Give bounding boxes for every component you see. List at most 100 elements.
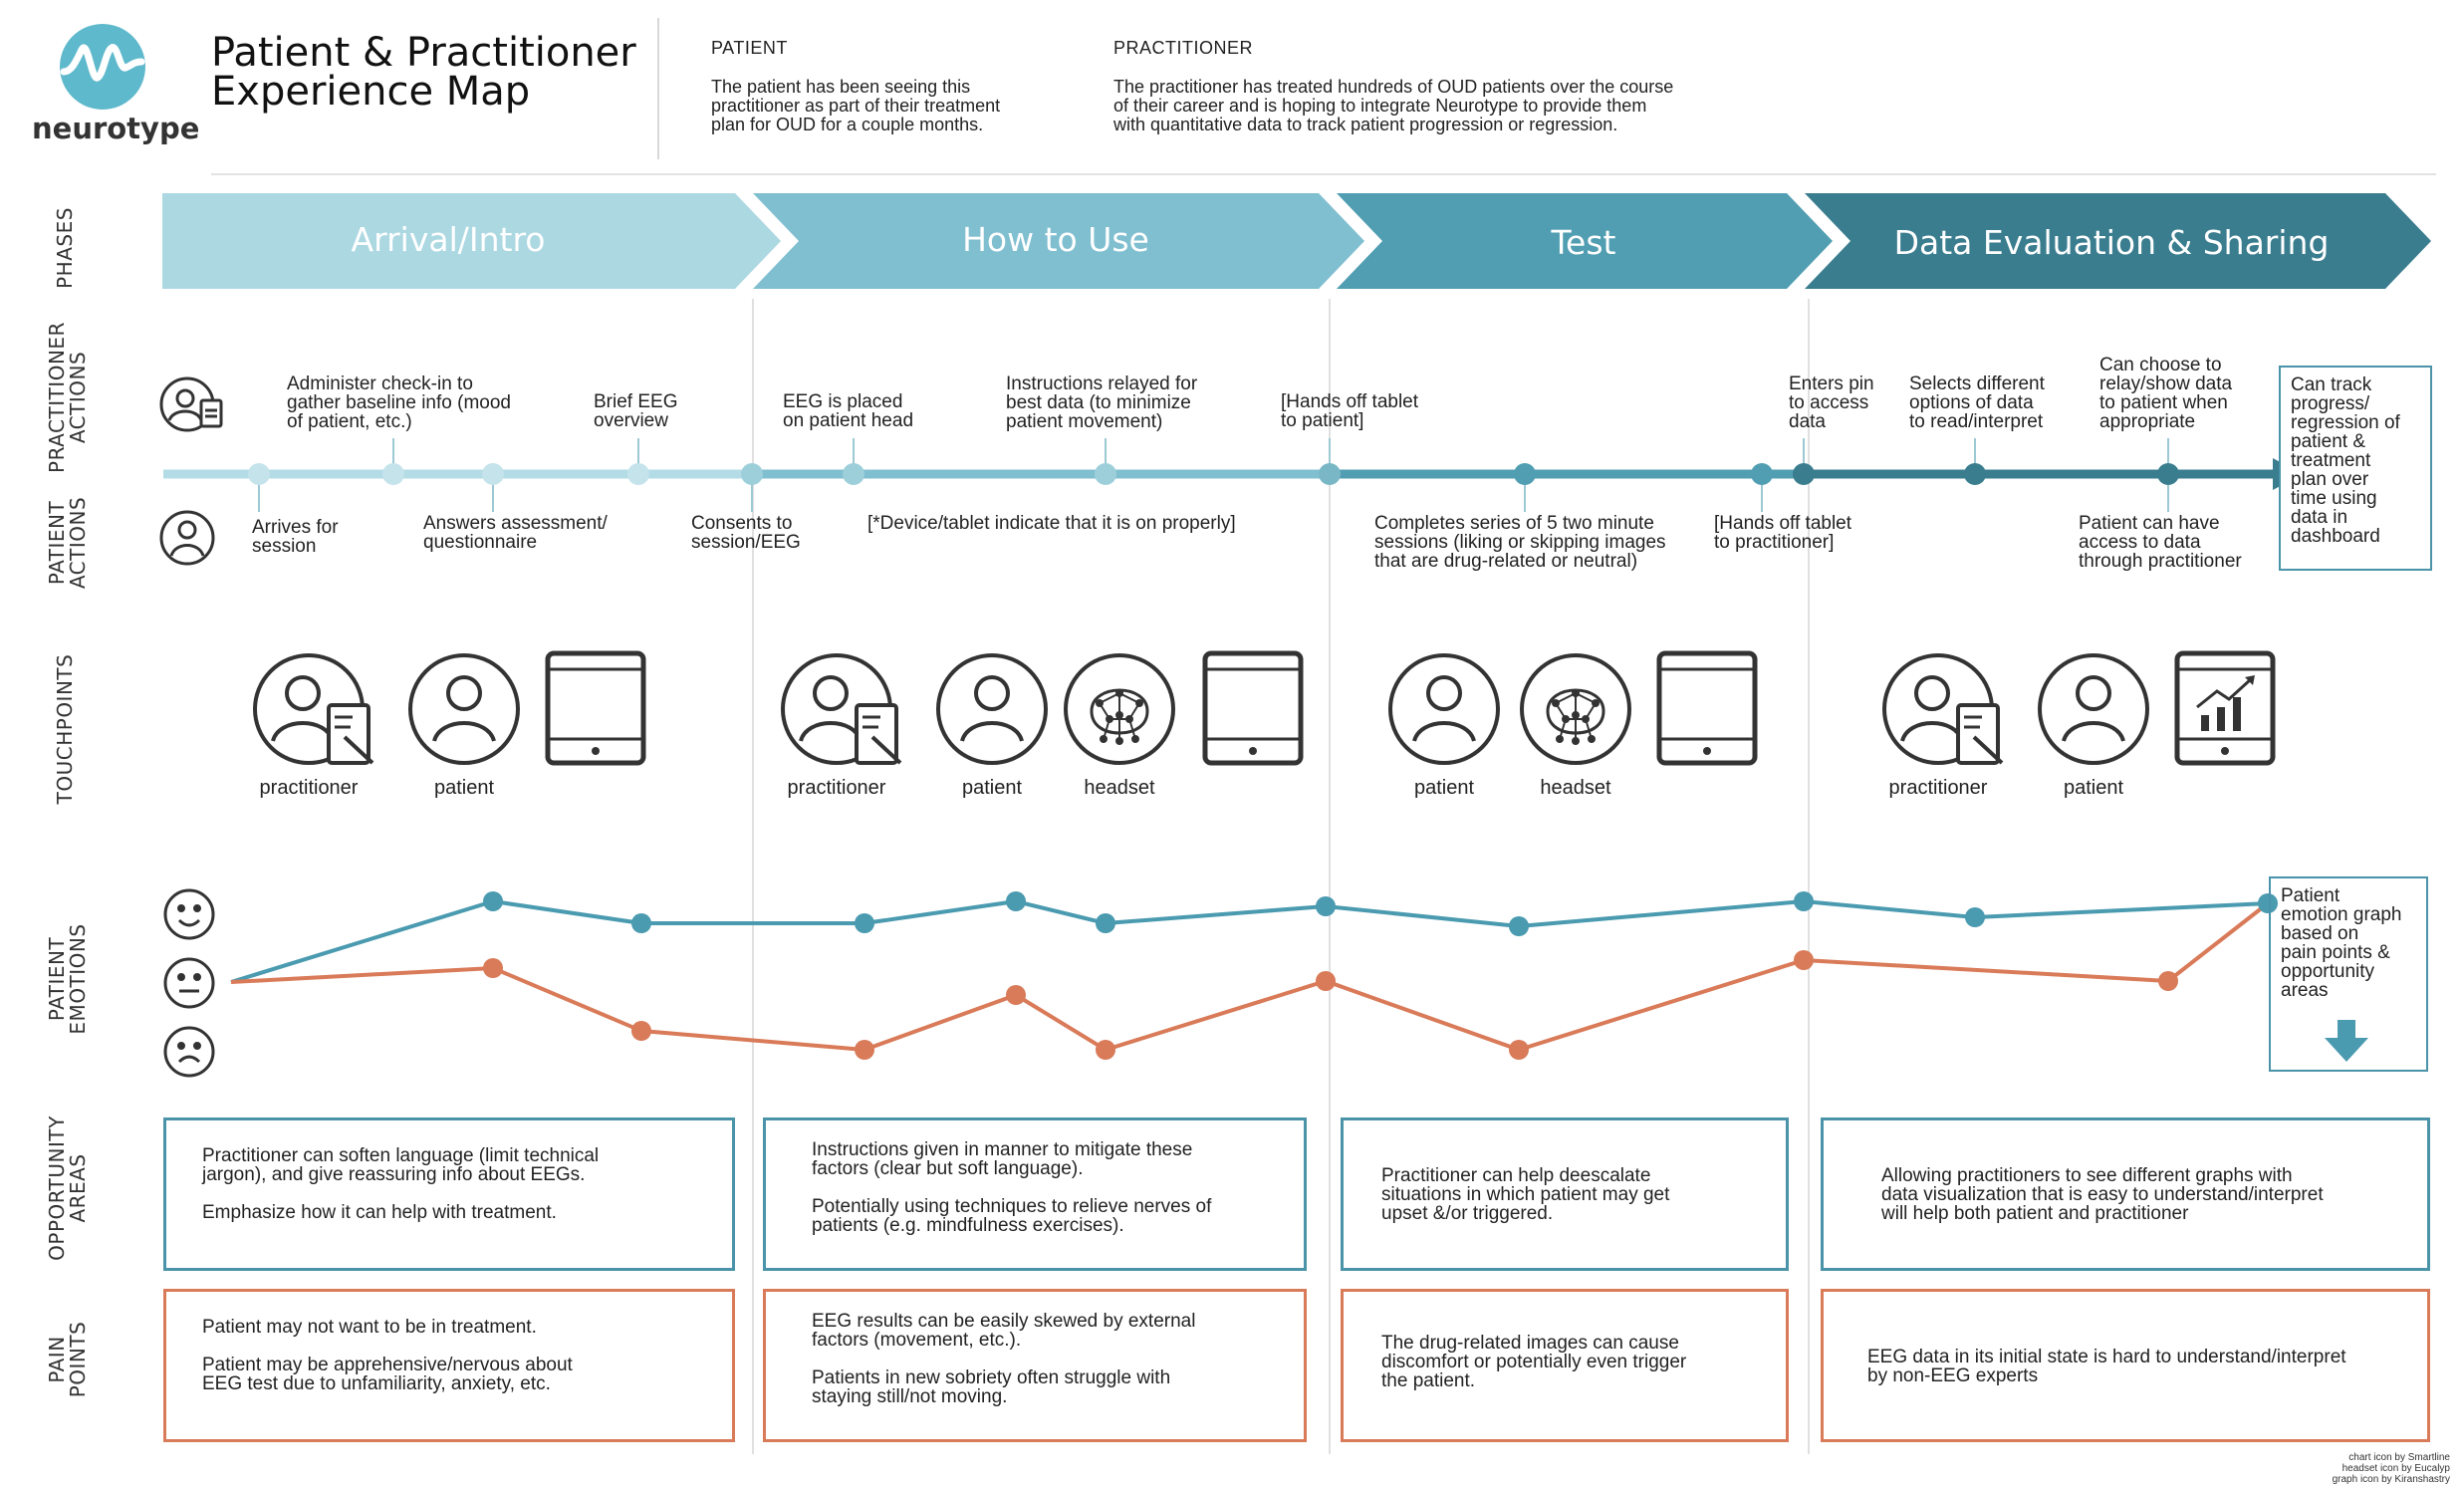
page-title: Patient & Practitioner Experience Map [211, 30, 636, 115]
header-divider [657, 18, 659, 159]
practitioner-action: [Hands off tablet to patient] [1281, 391, 1419, 431]
timeline-node [741, 463, 763, 485]
practitioner-action: Can choose to relay/show data to patient… [2099, 355, 2233, 432]
patient-action: Answers assessment/ questionnaire [423, 513, 608, 553]
headset-icon [1520, 653, 1631, 765]
practitioner-icon [1882, 653, 2004, 765]
practitioner-action: Brief EEG overview [594, 391, 678, 431]
tablet-icon [1659, 653, 1755, 763]
positive-emotion-point [2258, 893, 2278, 913]
happy-face-icon [163, 888, 215, 940]
brand-name: neurotype [32, 112, 200, 145]
positive-emotion-point [1965, 907, 1985, 927]
pain-point-text: EEG data in its initial state is hard to… [1867, 1347, 2346, 1386]
practitioner-header-label: PRACTITIONER [1113, 38, 1254, 58]
timeline-node [1793, 463, 1815, 485]
negative-emotion-point [1006, 985, 1026, 1005]
patient-icon [2038, 653, 2149, 765]
patient-header-text: The patient has been seeing this practit… [711, 77, 1001, 134]
pain-point-box: The drug-related images can cause discom… [1341, 1289, 1789, 1442]
pain-point-box: EEG results can be easily skewed by exte… [763, 1289, 1307, 1442]
practitioner-action: Enters pin to access data [1789, 373, 1874, 432]
pain-point-box: Patient may not want to be in treatment.… [163, 1289, 735, 1442]
positive-emotion-point [1794, 891, 1814, 911]
timeline-node [1514, 463, 1536, 485]
sad-face-icon [163, 1026, 215, 1078]
timeline-node [482, 463, 504, 485]
negative-emotion-point [2158, 971, 2178, 991]
timeline-node [627, 463, 649, 485]
opportunity-text: Instructions given in manner to mitigate… [812, 1139, 1212, 1236]
practitioner-action: Administer check-in to gather baseline i… [287, 373, 511, 432]
patient-action: Patient can have access to data through … [2079, 513, 2242, 572]
negative-emotion-point [631, 1021, 651, 1041]
negative-emotion-line [230, 901, 2270, 1053]
touchpoint-label: patient [2063, 777, 2124, 799]
phase-arrow-test [1337, 193, 1833, 289]
timeline-node [843, 463, 864, 485]
phase-arrow-arrival [162, 193, 781, 289]
negative-emotion-point [855, 1040, 874, 1060]
practitioner-action: Selects different options of data to rea… [1909, 373, 2045, 432]
headset-icon [1064, 653, 1175, 765]
patient-row-icon [159, 510, 215, 566]
pain-point-text: EEG results can be easily skewed by exte… [812, 1311, 1196, 1407]
phase-arrow-how-to-use [753, 193, 1364, 289]
end-callout: Can track progress/ regression of patien… [2279, 366, 2432, 571]
header-rule [211, 173, 2436, 175]
patient-action: Consents to session/EEG [691, 513, 801, 553]
tablet-icon [1205, 653, 1301, 763]
timeline-node [382, 463, 404, 485]
neutral-face-icon [163, 957, 215, 1009]
timeline-node [248, 463, 270, 485]
patient-action: Completes series of 5 two minute session… [1374, 513, 1666, 572]
touchpoint-label: practitioner [1888, 777, 1988, 799]
patient-header-label: PATIENT [711, 38, 788, 58]
icon-credits: chart icon by Smartline headset icon by … [2332, 1452, 2450, 1485]
pain-point-text: The drug-related images can cause discom… [1381, 1333, 1687, 1391]
emotion-graph-callout: Patient emotion graph based on pain poin… [2269, 876, 2428, 1072]
timeline-node [1095, 463, 1116, 485]
positive-emotion-point [483, 891, 503, 911]
practitioner-icon [253, 653, 374, 765]
negative-emotion-point [1794, 950, 1814, 970]
positive-emotion-point [631, 913, 651, 933]
pain-point-text: Patient may not want to be in treatment.… [202, 1317, 573, 1394]
opportunity-text: Allowing practitioners to see different … [1881, 1165, 2324, 1224]
opportunity-box: Instructions given in manner to mitigate… [763, 1117, 1307, 1271]
opportunity-box: Practitioner can soften language (limit … [163, 1117, 735, 1271]
positive-emotion-point [1096, 913, 1115, 933]
phase-arrow-data-eval [1805, 193, 2431, 289]
logo-mark-icon [60, 24, 145, 110]
touchpoint-label: patient [1413, 777, 1475, 799]
practitioner-action: EEG is placed on patient head [783, 391, 914, 431]
phase-label-arrival: Arrival/Intro [351, 220, 546, 259]
positive-emotion-point [855, 913, 874, 933]
tablet-chart-icon [2177, 653, 2273, 763]
patient-icon [1388, 653, 1500, 765]
positive-emotion-point [1316, 896, 1336, 916]
opportunity-box: Practitioner can help deescalate situati… [1341, 1117, 1789, 1271]
timeline-node [1319, 463, 1341, 485]
positive-emotion-point [1509, 916, 1529, 936]
patient-icon [408, 653, 520, 765]
down-arrow-icon [2325, 1020, 2368, 1062]
tablet-icon [548, 653, 643, 763]
touchpoint-label: headset [1084, 777, 1155, 799]
positive-emotion-point [1006, 891, 1026, 911]
phase-label-how-to-use: How to Use [962, 220, 1149, 259]
opportunity-text: Practitioner can soften language (limit … [202, 1145, 600, 1223]
touchpoint-label: practitioner [787, 777, 886, 799]
touchpoint-label: patient [961, 777, 1023, 799]
phase-label-data-evaluation: Data Evaluation & Sharing [1893, 223, 2330, 262]
patient-action: [Hands off tablet to practitioner] [1714, 513, 1852, 553]
timeline-node [1964, 463, 1986, 485]
negative-emotion-point [1096, 1040, 1115, 1060]
patient-action: [*Device/tablet indicate that it is on p… [867, 513, 1236, 534]
touchpoint-label: headset [1540, 777, 1611, 799]
patient-action: Arrives for session [252, 517, 339, 557]
opportunity-box: Allowing practitioners to see different … [1821, 1117, 2430, 1271]
practitioner-action: Instructions relayed for best data (to m… [1006, 373, 1198, 432]
timeline-node [2157, 463, 2179, 485]
touchpoint-label: practitioner [259, 777, 359, 799]
